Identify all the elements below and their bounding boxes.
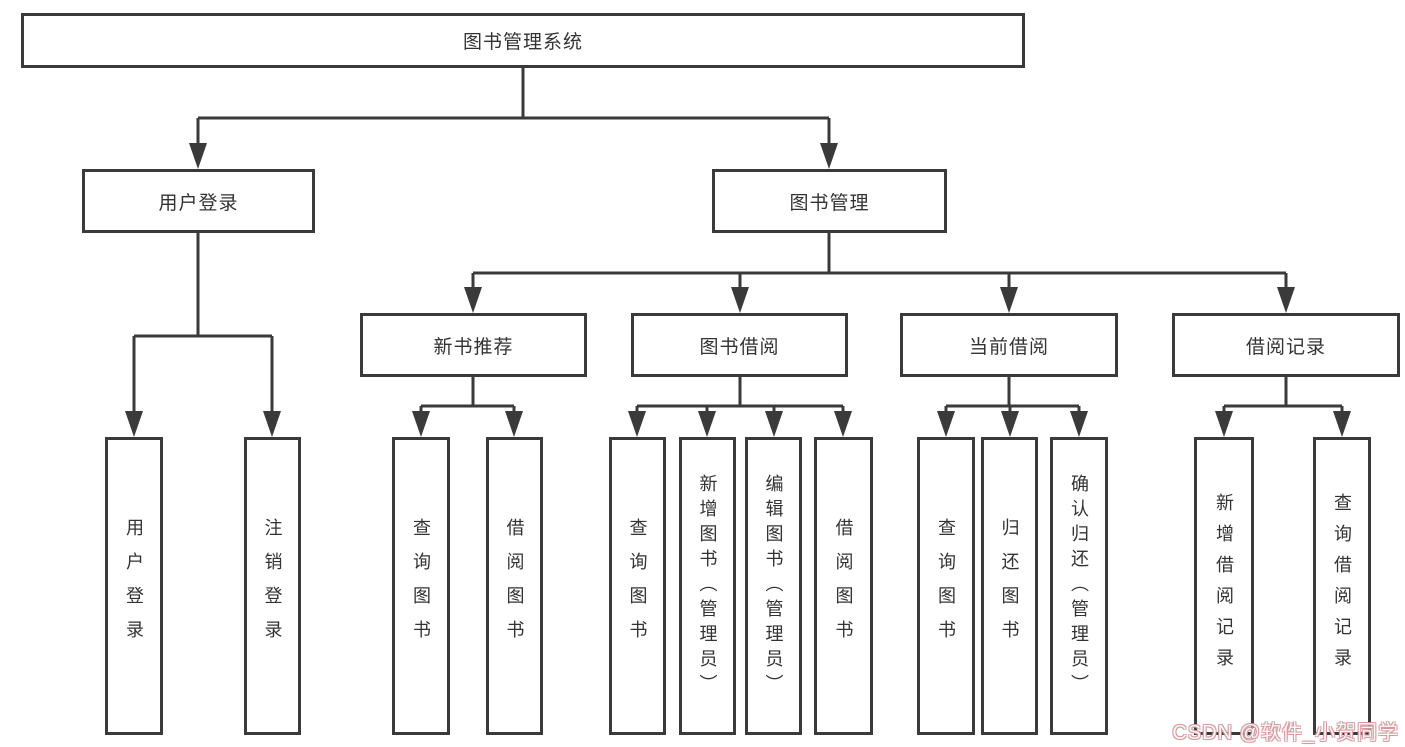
arrowhead-icon <box>464 287 482 313</box>
connector-book-management-to-level3 <box>471 233 1288 292</box>
node-leaf-borrow-books-borrowing: 借阅图书 <box>814 437 873 735</box>
arrowhead-icon <box>1000 287 1018 313</box>
connector-root-to-level2 <box>196 68 831 146</box>
arrowhead-icon <box>263 411 281 437</box>
connector-current-borrowing-to-leaves <box>944 377 1081 415</box>
leaf-label: 新增借阅记录 <box>1214 493 1234 679</box>
watermark: CSDN @软件_小贺同学 <box>1172 722 1399 744</box>
leaf-label: 借阅图书 <box>833 518 854 654</box>
arrowhead-icon <box>1333 411 1351 437</box>
leaf-label: 借阅图书 <box>504 518 525 654</box>
node-leaf-user-login: 用户登录 <box>105 437 163 735</box>
node-leaf-query-books-recommend: 查询图书 <box>392 437 450 735</box>
arrowhead-icon <box>698 411 716 437</box>
node-user-login: 用户登录 <box>82 169 315 233</box>
leaf-label: 查询图书 <box>936 518 956 654</box>
node-leaf-query-books-borrowing: 查询图书 <box>609 437 666 735</box>
connector-user-login-to-leaves <box>132 233 274 415</box>
node-borrowing-records: 借阅记录 <box>1172 313 1400 377</box>
arrowhead-icon <box>1277 287 1295 313</box>
node-book-borrowing: 图书借阅 <box>631 313 848 377</box>
arrowhead-icons <box>125 143 1351 437</box>
node-new-book-recommendation: 新书推荐 <box>360 313 587 377</box>
node-leaf-query-borrow-record: 查询借阅记录 <box>1313 437 1371 735</box>
node-leaf-add-borrow-record: 新增借阅记录 <box>1194 437 1254 735</box>
arrowhead-icon <box>125 411 143 437</box>
connector-borrowing-records-to-leaves <box>1222 377 1344 415</box>
leaf-label: 查询图书 <box>627 518 648 654</box>
node-leaf-logout: 注销登录 <box>244 437 301 735</box>
leaf-label: 用户登录 <box>124 518 144 654</box>
node-leaf-confirm-return-admin: 确认归还（管理员） <box>1050 437 1108 735</box>
connector-new-book-recommendation-to-leaves <box>419 377 516 415</box>
leaf-label: 编辑图书（管理员） <box>763 473 784 699</box>
leaf-label: 确认归还（管理员） <box>1069 473 1089 699</box>
node-leaf-edit-books-admin: 编辑图书（管理员） <box>745 437 802 735</box>
arrowhead-icon <box>189 143 207 169</box>
arrowhead-icon <box>1215 411 1233 437</box>
leaf-label: 查询图书 <box>411 518 431 654</box>
arrowhead-icon <box>628 411 646 437</box>
arrowhead-icon <box>731 287 749 313</box>
arrowhead-icon <box>505 411 523 437</box>
node-leaf-return-books: 归还图书 <box>981 437 1038 735</box>
node-book-management: 图书管理 <box>712 169 947 233</box>
arrowhead-icon <box>937 411 955 437</box>
node-library-management-system: 图书管理系统 <box>21 13 1025 68</box>
arrowhead-icon <box>412 411 430 437</box>
connector-book-borrowing-to-leaves <box>635 377 845 415</box>
arrowhead-icon <box>820 143 838 169</box>
leaf-label: 新增图书（管理员） <box>697 473 718 699</box>
arrowhead-icon <box>834 411 852 437</box>
leaf-label: 归还图书 <box>999 518 1020 654</box>
node-leaf-query-books-current: 查询图书 <box>917 437 975 735</box>
node-leaf-add-books-admin: 新增图书（管理员） <box>679 437 736 735</box>
arrowhead-icon <box>765 411 783 437</box>
leaf-label: 注销登录 <box>262 518 283 654</box>
leaf-label: 查询借阅记录 <box>1332 493 1352 679</box>
node-current-borrowing: 当前借阅 <box>900 313 1118 377</box>
arrowhead-icon <box>1070 411 1088 437</box>
arrowhead-icon <box>1001 411 1019 437</box>
node-leaf-borrow-books-recommend: 借阅图书 <box>486 437 543 735</box>
